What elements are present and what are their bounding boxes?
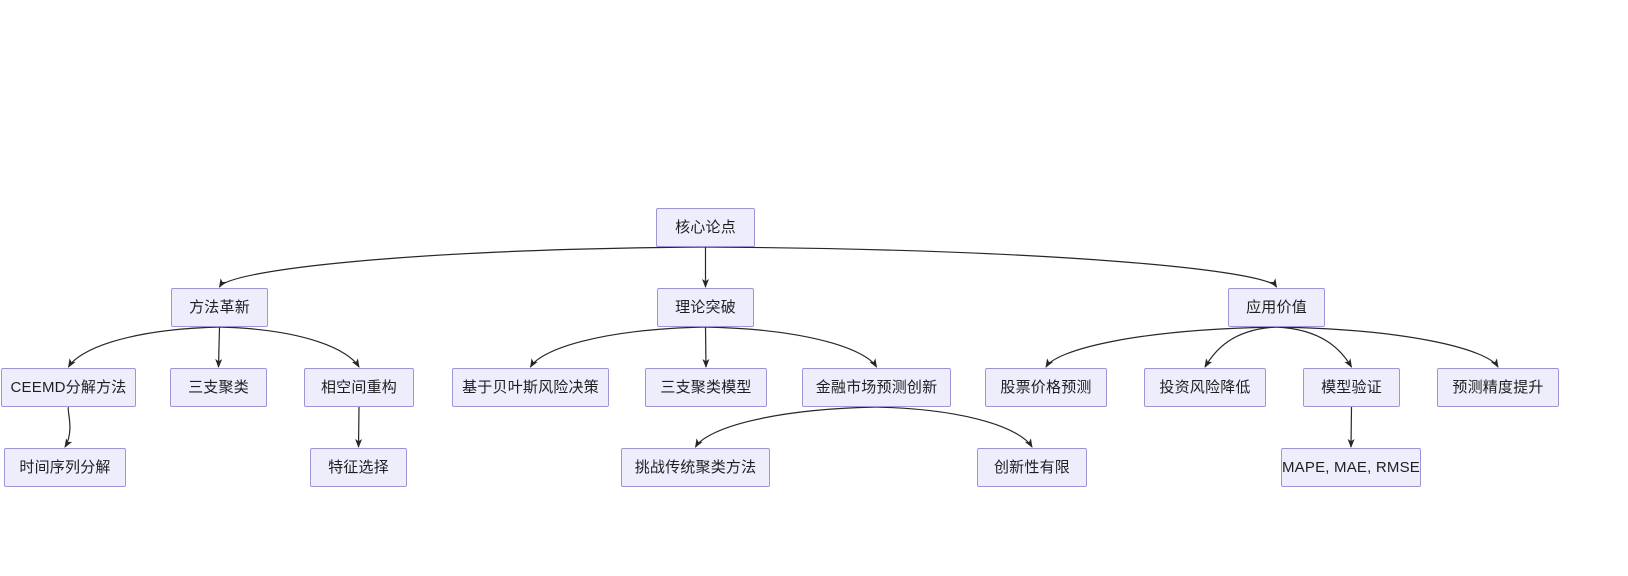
node-label-stock: 股票价格预测 <box>1000 379 1092 396</box>
node-method[interactable]: 方法革新 <box>171 288 268 327</box>
node-finance[interactable]: 金融市场预测创新 <box>802 368 951 407</box>
node-validate[interactable]: 模型验证 <box>1303 368 1400 407</box>
node-label-feature: 特征选择 <box>328 459 389 476</box>
node-apply[interactable]: 应用价值 <box>1228 288 1325 327</box>
node-tsdecomp[interactable]: 时间序列分解 <box>4 448 126 487</box>
node-label-tri: 三支聚类 <box>188 379 249 396</box>
node-label-bayes: 基于贝叶斯风险决策 <box>462 379 599 396</box>
node-label-metrics: MAPE, MAE, RMSE <box>1281 459 1421 476</box>
node-accuracy[interactable]: 预测精度提升 <box>1437 368 1559 407</box>
node-root[interactable]: 核心论点 <box>656 208 755 247</box>
node-stock[interactable]: 股票价格预测 <box>985 368 1107 407</box>
node-label-limited: 创新性有限 <box>993 459 1070 476</box>
node-bayes[interactable]: 基于贝叶斯风险决策 <box>452 368 609 407</box>
node-label-accuracy: 预测精度提升 <box>1452 379 1544 396</box>
node-label-ceemd: CEEMD分解方法 <box>10 379 127 396</box>
node-theory[interactable]: 理论突破 <box>657 288 754 327</box>
node-metrics[interactable]: MAPE, MAE, RMSE <box>1281 448 1421 487</box>
node-ceemd[interactable]: CEEMD分解方法 <box>1 368 136 407</box>
node-label-root: 核心论点 <box>675 219 736 236</box>
node-phase[interactable]: 相空间重构 <box>304 368 414 407</box>
node-feature[interactable]: 特征选择 <box>310 448 407 487</box>
node-risk[interactable]: 投资风险降低 <box>1144 368 1266 407</box>
node-label-validate: 模型验证 <box>1321 379 1382 396</box>
node-label-tsdecomp: 时间序列分解 <box>19 459 111 476</box>
node-label-apply: 应用价值 <box>1246 299 1307 316</box>
node-label-trimodel: 三支聚类模型 <box>660 379 752 396</box>
node-label-theory: 理论突破 <box>675 299 736 316</box>
node-label-risk: 投资风险降低 <box>1159 379 1251 396</box>
node-label-finance: 金融市场预测创新 <box>815 379 938 396</box>
node-tri[interactable]: 三支聚类 <box>170 368 267 407</box>
node-challenge[interactable]: 挑战传统聚类方法 <box>621 448 770 487</box>
node-trimodel[interactable]: 三支聚类模型 <box>645 368 767 407</box>
node-label-challenge: 挑战传统聚类方法 <box>634 459 757 476</box>
node-label-method: 方法革新 <box>189 299 250 316</box>
node-limited[interactable]: 创新性有限 <box>977 448 1087 487</box>
node-label-phase: 相空间重构 <box>320 379 397 396</box>
